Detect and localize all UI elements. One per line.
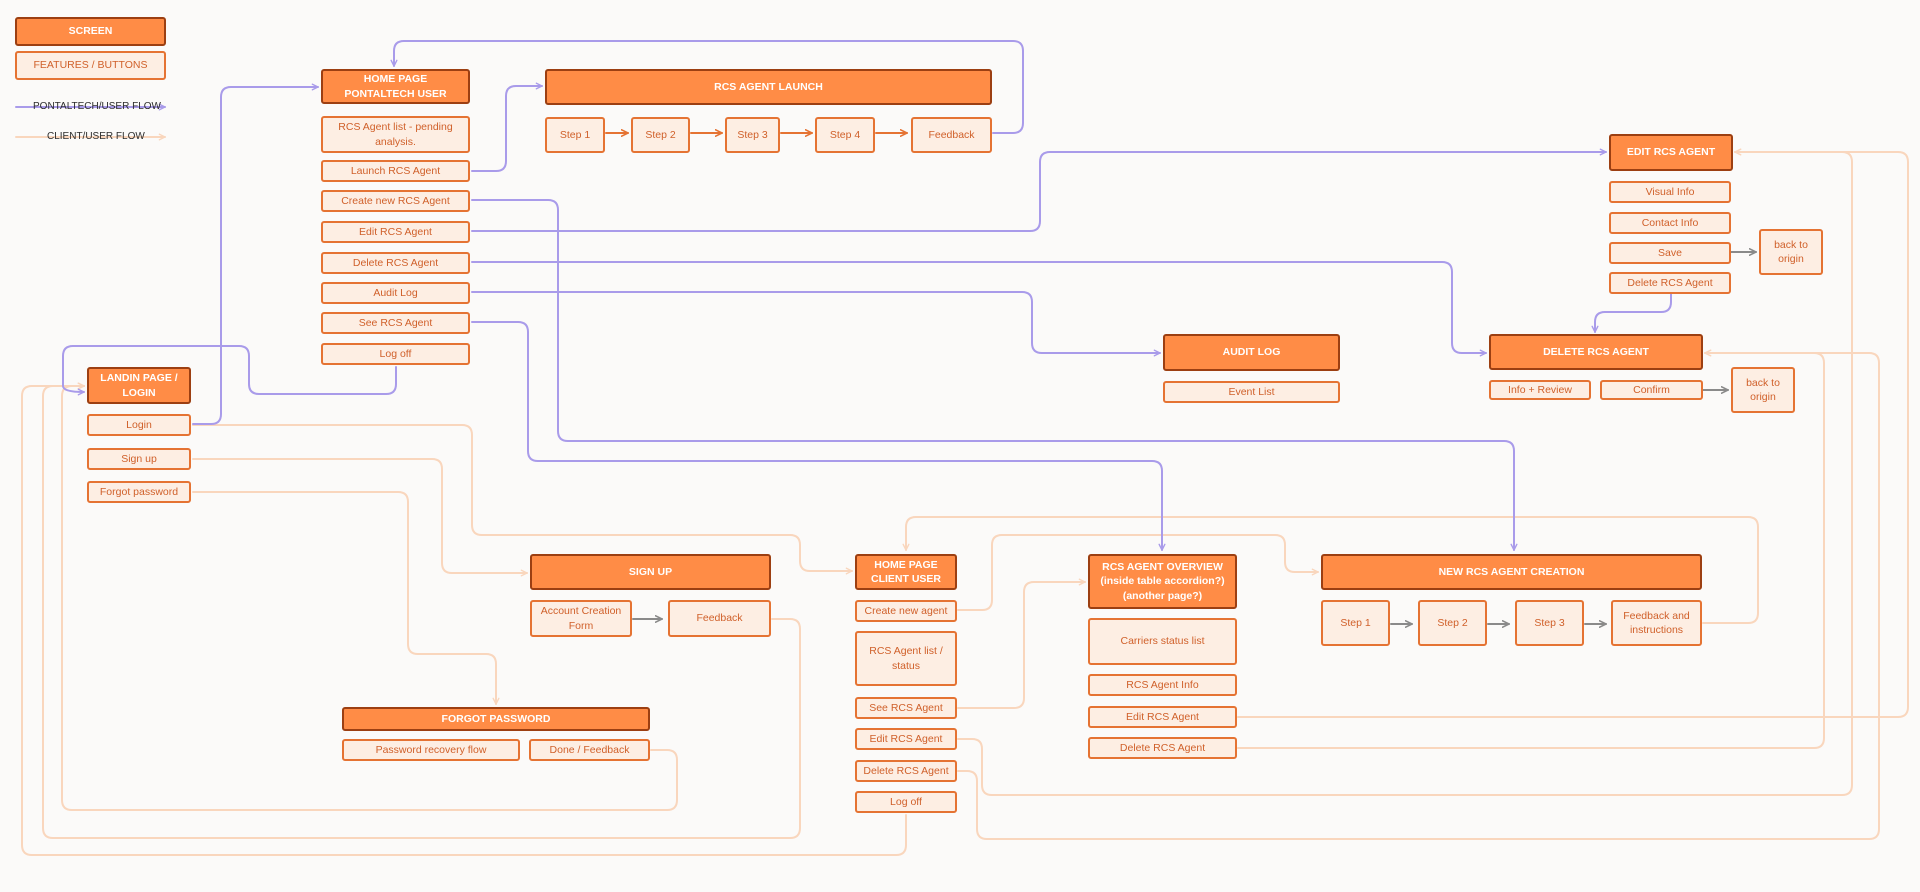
screen-landing: LANDIN PAGE /LOGIN	[87, 367, 191, 404]
feature-edit-rcs-agent-2[interactable]: Save	[1609, 242, 1731, 264]
feature-landing-0[interactable]: Login	[87, 414, 191, 436]
legend-client-label: CLIENT/USER FLOW	[47, 131, 145, 142]
wire-forgot-to-forgot	[192, 491, 500, 705]
feature-rcs-overview-0[interactable]: Carriers status list	[1088, 618, 1237, 665]
feature-home-pontaltech-3[interactable]: Edit RCS Agent	[321, 221, 470, 243]
screen-sign-up: SIGN UP	[530, 554, 771, 590]
screen-delete-rcs-agent: DELETE RCS AGENT	[1489, 334, 1703, 370]
legend-pontaltech-label: PONTALTECH/USER FLOW	[33, 101, 161, 112]
feature-home-client-1[interactable]: RCS Agent list /status	[855, 631, 957, 686]
feature-audit-log-0[interactable]: Event List	[1163, 381, 1340, 403]
screen-edit-rcs-agent: EDIT RCS AGENT	[1609, 134, 1733, 171]
feature-rcs-launch-2[interactable]: Step 3	[725, 117, 780, 153]
feature-sign-up-1[interactable]: Feedback	[668, 600, 771, 637]
feature-rcs-overview-1[interactable]: RCS Agent Info	[1088, 674, 1237, 696]
wire-audit-to-audit-screen	[471, 291, 1161, 357]
wire-see-to-overview	[471, 321, 1166, 551]
wire-landing-login-to-home-pontaltech	[192, 83, 319, 425]
screen-forgot-password: FORGOT PASSWORD	[342, 707, 650, 731]
feature-rcs-launch-1[interactable]: Step 2	[631, 117, 690, 153]
feature-home-pontaltech-5[interactable]: Audit Log	[321, 282, 470, 304]
feature-landing-2[interactable]: Forgot password	[87, 481, 191, 503]
feature-home-pontaltech-7[interactable]: Log off	[321, 343, 470, 365]
feature-rcs-launch-0[interactable]: Step 1	[545, 117, 605, 153]
wire-create-to-new-creation	[471, 199, 1518, 551]
screen-rcs-overview: RCS AGENT OVERVIEW(inside table accordio…	[1088, 554, 1237, 609]
feature-new-rcs-creation-1[interactable]: Step 2	[1418, 600, 1487, 646]
feature-landing-1[interactable]: Sign up	[87, 448, 191, 470]
feature-rcs-overview-2[interactable]: Edit RCS Agent	[1088, 706, 1237, 728]
wire-signup-to-signup	[192, 458, 528, 577]
feature-rcs-launch-4[interactable]: Feedback	[911, 117, 992, 153]
feature-new-rcs-creation-0[interactable]: Step 1	[1321, 600, 1390, 646]
feature-forgot-password-1[interactable]: Done / Feedback	[529, 739, 650, 761]
wire-login-to-home-client	[192, 424, 853, 575]
feature-forgot-password-0[interactable]: Password recovery flow	[342, 739, 520, 761]
feature-home-client-5[interactable]: Log off	[855, 791, 957, 813]
screen-new-rcs-creation: NEW RCS AGENT CREATION	[1321, 554, 1702, 590]
screen-rcs-launch: RCS AGENT LAUNCH	[545, 69, 992, 105]
wire-see-agent-to-overview	[957, 578, 1086, 709]
feature-rcs-launch-3[interactable]: Step 4	[815, 117, 875, 153]
feature-home-pontaltech-4[interactable]: Delete RCS Agent	[321, 252, 470, 274]
feature-home-client-3[interactable]: Edit RCS Agent	[855, 728, 957, 750]
legend-features-swatch: FEATURES / BUTTONS	[15, 51, 166, 80]
feature-home-client-2[interactable]: See RCS Agent	[855, 697, 957, 719]
feature-home-pontaltech-2[interactable]: Create new RCS Agent	[321, 190, 470, 212]
wire-launch-to-launch-screen	[471, 82, 543, 172]
feature-home-pontaltech-6[interactable]: See RCS Agent	[321, 312, 470, 334]
feature-delete-rcs-agent-1[interactable]: Confirm	[1600, 380, 1703, 400]
screen-audit-log: AUDIT LOG	[1163, 334, 1340, 371]
feature-edit-rcs-agent-1[interactable]: Contact Info	[1609, 212, 1731, 234]
feature-home-client-0[interactable]: Create new agent	[855, 600, 957, 622]
wire-edit-delete-to-delete-screen	[1591, 293, 1672, 333]
feature-home-pontaltech-1[interactable]: Launch RCS Agent	[321, 160, 470, 182]
feature-edit-rcs-agent-3[interactable]: Delete RCS Agent	[1609, 272, 1731, 294]
wire-edit-to-edit-screen	[471, 148, 1607, 232]
feature-home-client-4[interactable]: Delete RCS Agent	[855, 760, 957, 782]
feature-edit-rcs-agent-0[interactable]: Visual Info	[1609, 181, 1731, 203]
legend-screen-swatch: SCREEN	[15, 17, 166, 46]
feature-delete-rcs-agent-0[interactable]: Info + Review	[1489, 380, 1591, 400]
feature-rcs-overview-3[interactable]: Delete RCS Agent	[1088, 737, 1237, 759]
feature-new-rcs-creation-2[interactable]: Step 3	[1515, 600, 1584, 646]
